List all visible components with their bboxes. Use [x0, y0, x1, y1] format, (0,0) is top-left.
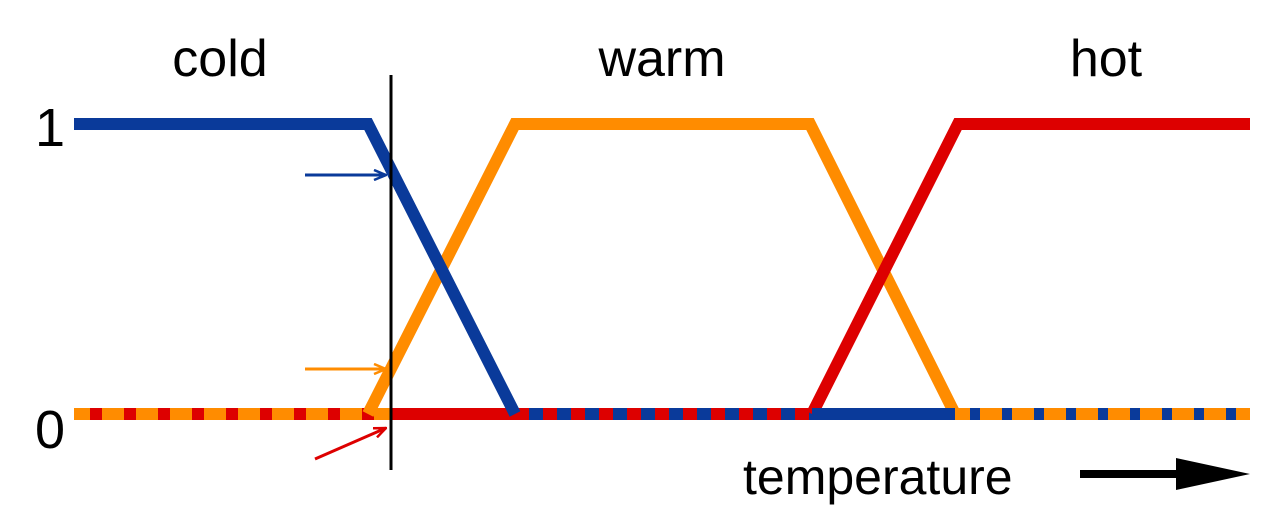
cold-set-label: cold: [172, 30, 267, 88]
tick-label-one: 1: [35, 98, 65, 158]
warm-membership-curve: [362, 118, 961, 417]
arrow-right-icon: [1080, 458, 1250, 490]
temperature-axis-label: temperature: [743, 449, 1013, 505]
hot-reading-arrow-icon: [314, 426, 386, 461]
hot-set-label: hot: [1070, 30, 1143, 88]
warm-set-label: warm: [597, 30, 725, 88]
cold-membership-curve: [74, 118, 521, 417]
hot-membership-curve: [806, 118, 1250, 417]
tick-label-zero: 0: [35, 400, 65, 460]
